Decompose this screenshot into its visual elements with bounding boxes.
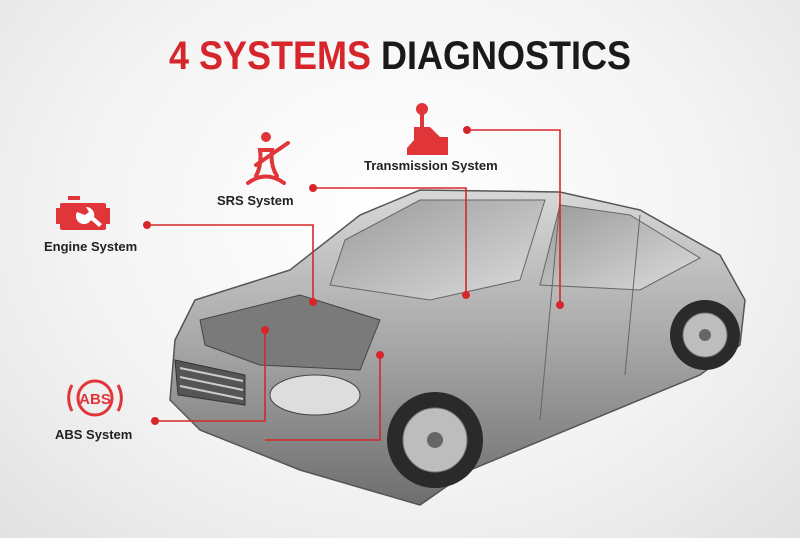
abs-system-label: ABS System	[55, 427, 133, 442]
gear-shift-icon	[407, 103, 448, 155]
connector-dots	[143, 126, 564, 425]
title-highlight: 4 SYSTEMS	[168, 34, 372, 78]
abs-icon: ABS	[67, 379, 123, 417]
engine-check-icon	[56, 196, 110, 230]
connector-lines	[147, 129, 561, 441]
page-title: 4 SYSTEMS DIAGNOSTICS	[40, 34, 760, 79]
abs-icon-text: ABS	[79, 391, 111, 408]
seatbelt-icon	[246, 132, 290, 185]
car-illustration	[169, 189, 746, 506]
title-main: DIAGNOSTICS	[381, 34, 632, 78]
engine-system-label: Engine System	[44, 239, 138, 254]
transmission-system-label: Transmission System	[364, 158, 498, 173]
srs-system-label: SRS System	[217, 193, 294, 208]
